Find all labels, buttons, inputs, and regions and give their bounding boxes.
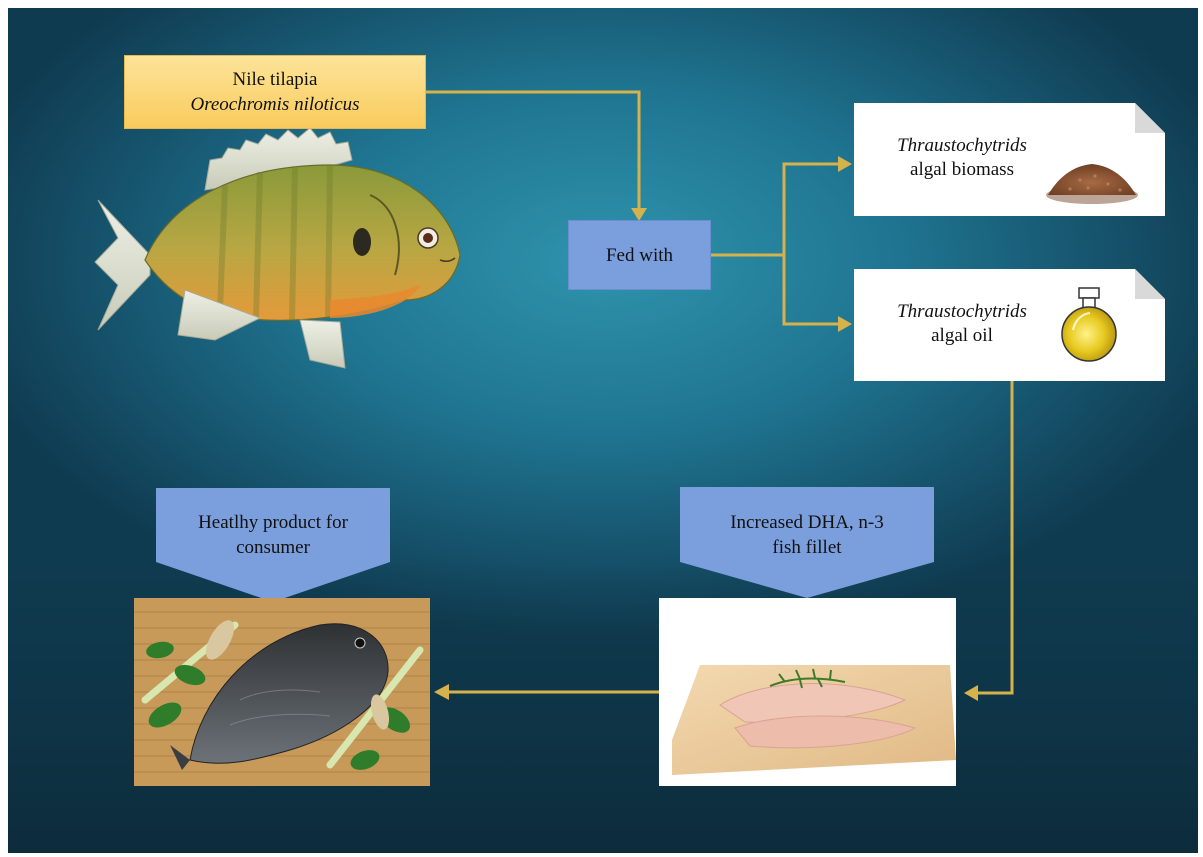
oil-organism: Thraustochytrids xyxy=(856,300,1068,324)
arrow-feed-to-options xyxy=(711,164,842,324)
outcome-line1: Heatlhy product for xyxy=(158,510,388,535)
arrowhead-product xyxy=(434,684,449,700)
fillet-photo xyxy=(659,598,956,786)
biomass-organism: Thraustochytrids xyxy=(862,134,1062,158)
source-scientific-name: Oreochromis niloticus xyxy=(190,92,359,117)
arrowhead-biomass xyxy=(838,156,852,172)
arrow-oil-to-fillet xyxy=(975,380,1012,693)
biomass-type: algal biomass xyxy=(862,158,1062,182)
result-line2: fish fillet xyxy=(692,535,922,560)
outcome-line2: consumer xyxy=(158,535,388,560)
oil-text: Thraustochytrids algal oil xyxy=(856,300,1068,348)
feed-node: Fed with xyxy=(568,220,711,290)
feed-label: Fed with xyxy=(606,243,673,268)
fish-illustration xyxy=(95,128,460,368)
product-photo xyxy=(134,598,430,786)
gill-spot xyxy=(353,228,371,256)
arrow-source-to-feed xyxy=(426,92,639,212)
arrowhead-oil xyxy=(838,316,852,332)
oil-type: algal oil xyxy=(856,324,1068,348)
result-line1: Increased DHA, n-3 xyxy=(692,510,922,535)
source-fish-box: Nile tilapia Oreochromis niloticus xyxy=(124,55,426,129)
outcome-label: Heatlhy product for consumer xyxy=(158,510,388,560)
source-name: Nile tilapia xyxy=(233,67,318,92)
biomass-text: Thraustochytrids algal biomass xyxy=(862,134,1062,182)
arrowhead-fillet xyxy=(964,685,978,701)
result-label: Increased DHA, n-3 fish fillet xyxy=(692,510,922,560)
